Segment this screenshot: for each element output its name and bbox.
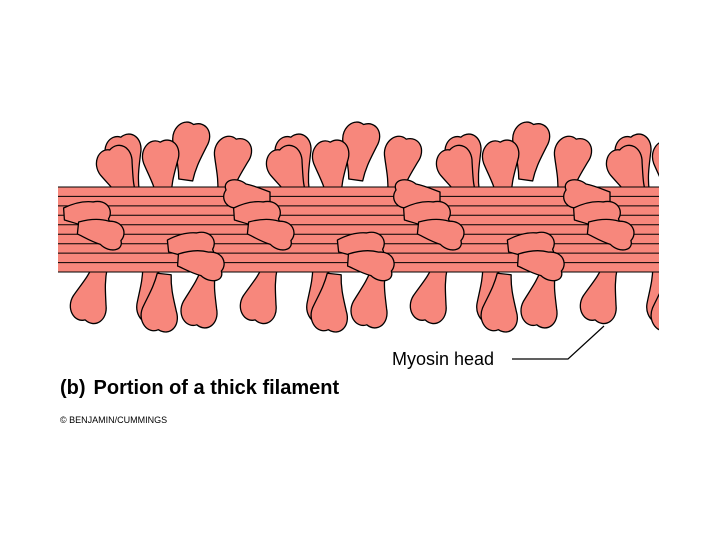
- myosin-head: [688, 266, 720, 330]
- myosin-head-label: Myosin head: [392, 349, 495, 369]
- myosin-head: [716, 134, 720, 198]
- copyright-credit: © BENJAMIN/CUMMINGS: [60, 415, 168, 425]
- myosin-head: [640, 262, 659, 327]
- myosin-head: [677, 230, 720, 264]
- caption-letter: (b): [60, 377, 86, 399]
- myosin-head: [677, 120, 720, 182]
- myosin-head-callout-line: [512, 325, 605, 360]
- caption-text: Portion of a thick filament: [93, 377, 340, 399]
- figure-caption: (b) Portion of a thick filament: [60, 377, 339, 400]
- myosin-head: [687, 249, 720, 281]
